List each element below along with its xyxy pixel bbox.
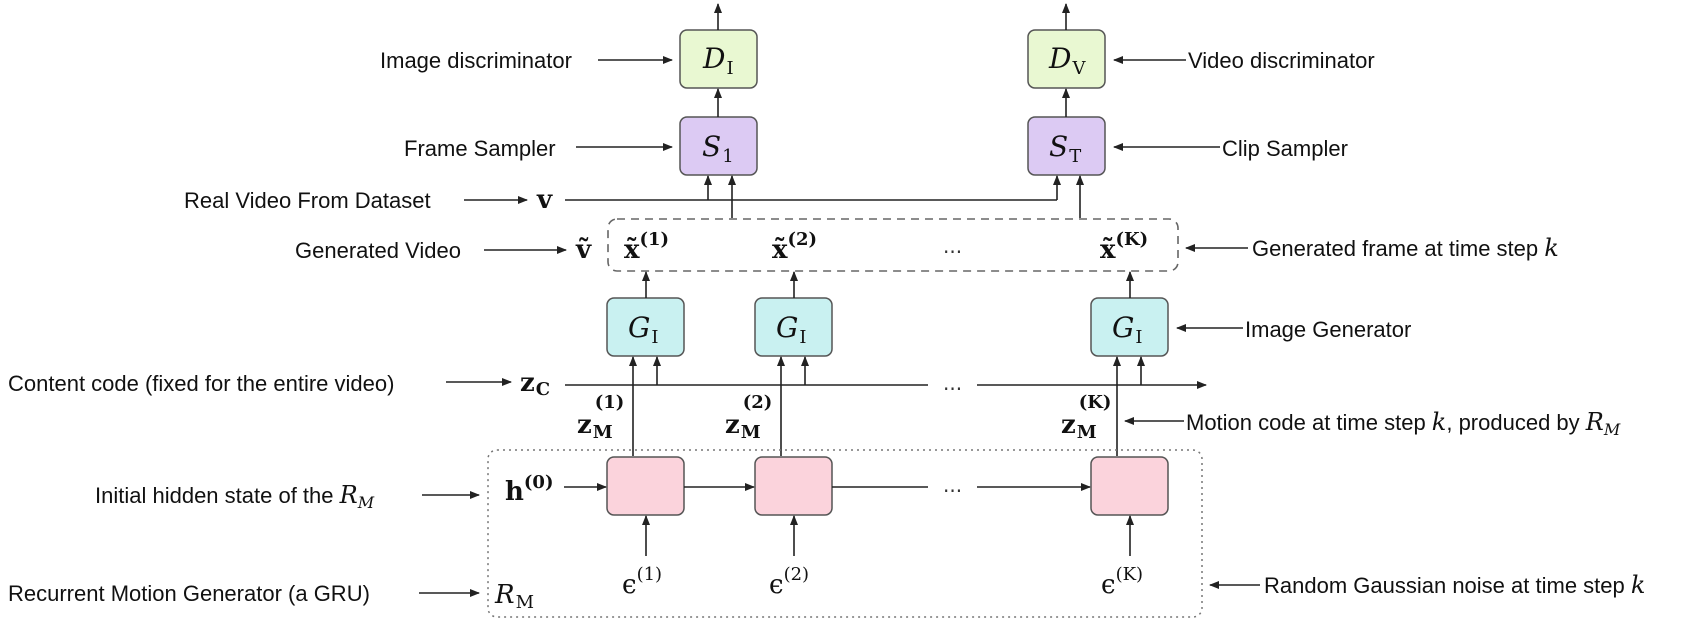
content-code-label: Content code (fixed for the entire video… [8,371,394,396]
frame-sampler-label: Frame Sampler [404,136,556,161]
rnn-cell-1 [606,456,685,516]
image-generator-label: Image Generator [1245,317,1411,342]
image-generator-symbol-1: GI [628,311,659,348]
recurrent-generator-symbol: RM [494,580,534,613]
video-discriminator-label: Video discriminator [1188,48,1375,73]
rnn-cell-k [1090,456,1169,516]
motion-code-label: Motion code at time step k, produced by … [1186,408,1621,439]
clip-sampler-label: Clip Sampler [1222,136,1348,161]
content-code-symbol: zC [520,368,550,400]
image-discriminator-symbol: DI [702,42,734,79]
motion-code-k: zM(K) [1061,392,1111,443]
random-noise-label: Random Gaussian noise at time step k [1264,571,1645,599]
generated-video-box [607,218,1179,272]
initial-hidden-symbol: h(0) [505,472,553,507]
generated-frames-ellipsis: ... [943,234,962,258]
clip-sampler-symbol: ST [1049,130,1081,167]
recurrent-generator-label: Recurrent Motion Generator (a GRU) [8,581,370,606]
generated-frame-2: x̃(2) [772,229,817,265]
noise-1: ϵ(1) [622,564,662,600]
generated-frame-label: Generated frame at time step k [1252,234,1559,262]
real-video-label: Real Video From Dataset [184,188,431,213]
noise-2: ϵ(2) [769,564,809,600]
content-code-ellipsis: ... [943,371,962,395]
rnn-cell-2 [754,456,833,516]
generated-frame-1: x̃(1) [624,229,669,265]
image-generator-symbol-2: GI [776,311,807,348]
generated-video-label: Generated Video [295,238,461,263]
real-video-symbol: v [536,185,553,215]
initial-hidden-label: Initial hidden state of the RM [95,481,375,512]
motion-code-1: zM(1) [577,392,624,443]
image-discriminator-label: Image discriminator [380,48,572,73]
video-discriminator-symbol: DV [1048,42,1086,79]
rnn-ellipsis: ... [943,473,962,497]
frame-sampler-symbol: S1 [702,130,734,167]
generated-video-symbol: ṽ [575,235,592,265]
image-generator-symbol-k: GI [1112,311,1143,348]
motion-code-2: zM(2) [725,392,772,443]
recurrent-generator-box [487,449,1203,618]
generated-frame-k: x̃(K) [1100,229,1148,265]
noise-k: ϵ(K) [1101,564,1143,600]
